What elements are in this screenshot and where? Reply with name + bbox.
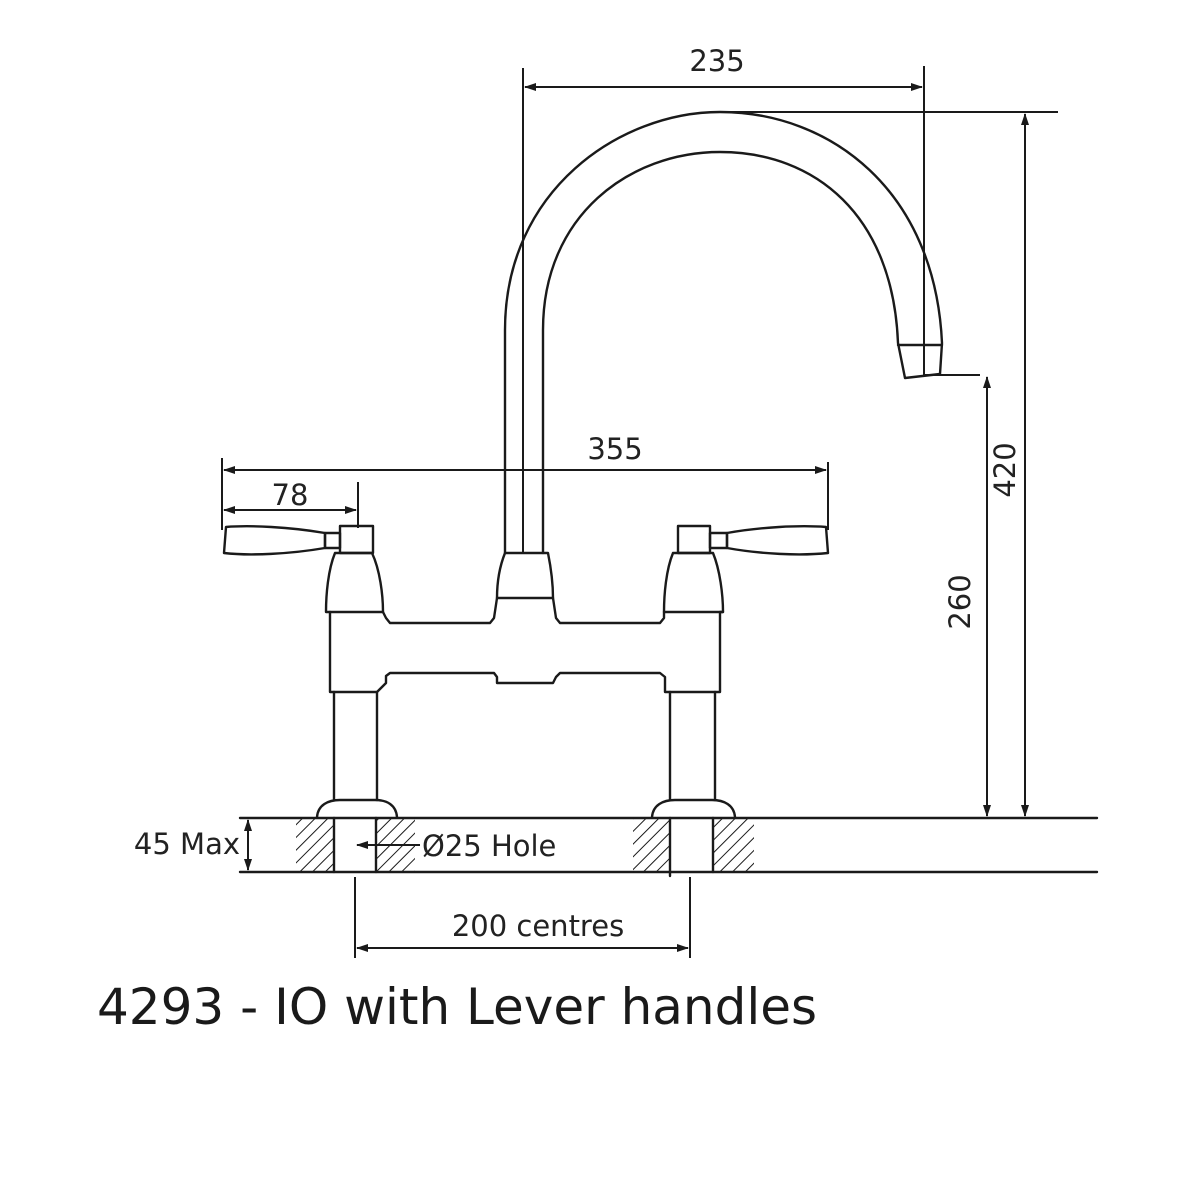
dim-78: 78 [223,478,359,528]
dim-label-355: 355 [587,432,642,466]
right-lever-handle [662,524,830,614]
dim-235: 235 [524,44,925,375]
dim-45-max: 45 Max [134,819,252,871]
spout [503,68,944,555]
dim-355: 355 [221,432,829,530]
dim-label-78: 78 [272,478,309,512]
dim-260: 260 [924,374,991,817]
left-lever-handle [222,524,385,614]
diagram-title: 4293 - IO with Lever handles [97,978,817,1036]
deck-section [238,816,1099,878]
dim-200-centres: 200 centres [354,877,691,958]
spout-base [495,551,555,600]
legs [315,690,737,819]
dim-label-235: 235 [689,44,744,78]
dim-hole: Ø25 Hole [356,829,556,863]
dim-420: 420 [720,111,1058,817]
dim-label-260: 260 [943,574,977,629]
bridge-body [328,596,725,694]
dim-label-200-centres: 200 centres [452,909,624,943]
dim-label-hole: Ø25 Hole [422,829,556,863]
dim-label-45-max: 45 Max [134,827,240,861]
dim-label-420: 420 [988,442,1022,497]
